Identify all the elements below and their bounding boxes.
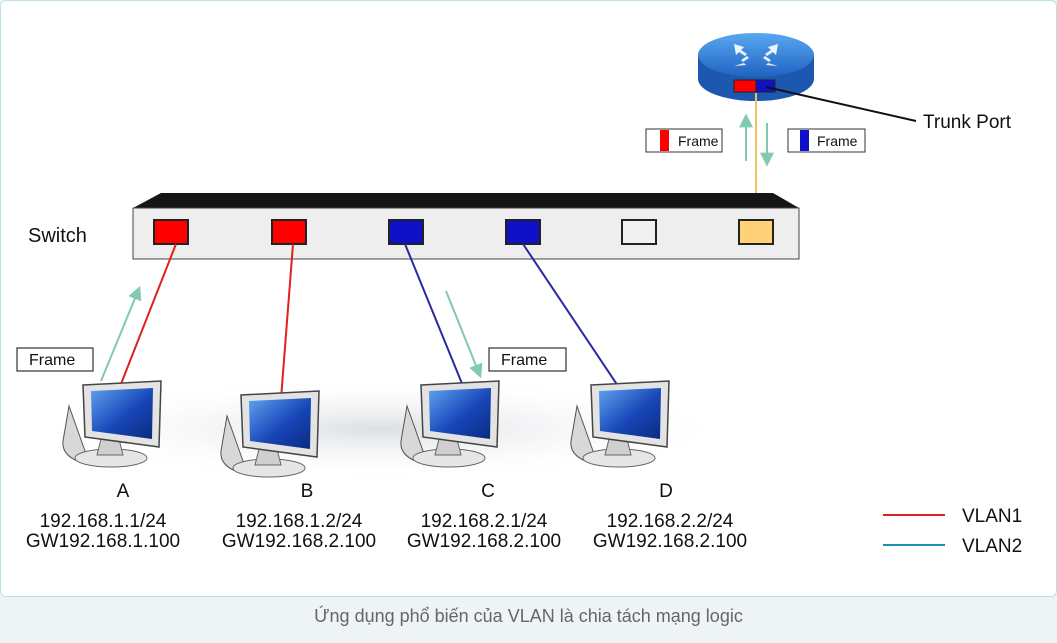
host-a-ip: 192.168.1.1/24 [40,511,167,532]
computer-icon [62,380,162,468]
figure-caption: Ứng dụng phổ biến của VLAN là chia tách … [314,606,743,626]
switch-port-trunk [738,219,774,245]
computer-icon [400,380,500,468]
vlan-diagram: Trunk Port Frame Frame Switch Frame [16,33,1022,557]
ground-shadow [21,377,741,481]
switch-port-2 [271,219,307,245]
host-a-name: A [117,481,130,502]
link-b [280,243,294,400]
computer-icon [570,380,670,468]
legend: VLAN1 VLAN2 [883,506,1022,557]
link-a [118,243,177,390]
link-c [404,243,464,387]
legend-vlan2-label: VLAN2 [962,536,1022,557]
host-c-gateway: GW192.168.2.100 [407,531,561,552]
router [698,33,814,101]
host-d-ip: 192.168.2.2/24 [607,511,734,532]
frame-box-a: Frame [16,347,94,372]
host-b-ip: 192.168.1.2/24 [236,511,363,532]
frame-label: Frame [501,352,547,369]
host-d-name: D [659,481,673,502]
host-c-ip: 192.168.2.1/24 [421,511,548,532]
switch-label: Switch [28,225,87,247]
switch [132,193,800,260]
frame-box-c: Frame [488,347,567,372]
host-b-name: B [301,481,314,502]
router-trunk-port-vlan1 [733,79,757,93]
switch-port-5 [621,219,657,245]
diagram-frame: Trunk Port Frame Frame Switch Frame [0,0,1057,597]
host-c-name: C [481,481,495,502]
router-arrows-icon [734,44,778,66]
host-b-gateway: GW192.168.2.100 [222,531,376,552]
legend-vlan1-label: VLAN1 [962,506,1022,527]
arrow-switch-to-c [445,290,483,379]
frame-label: Frame [678,133,719,149]
computer-icon [220,390,320,478]
switch-port-4 [505,219,541,245]
host-a-gateway: GW192.168.1.100 [26,531,180,552]
trunk-port-pointer [765,86,917,122]
arrow-a-to-switch [100,285,142,382]
switch-port-3 [388,219,424,245]
link-d [522,243,619,387]
host-d-gateway: GW192.168.2.100 [593,531,747,552]
tagged-frame-vlan2: Frame [787,128,866,153]
switch-port-1 [153,219,189,245]
frame-label: Frame [817,133,858,149]
router-trunk-port-vlan2 [755,79,776,93]
trunk-port-label: Trunk Port [923,112,1012,133]
tagged-frame-vlan1: Frame [645,128,723,153]
frame-label: Frame [29,352,75,369]
